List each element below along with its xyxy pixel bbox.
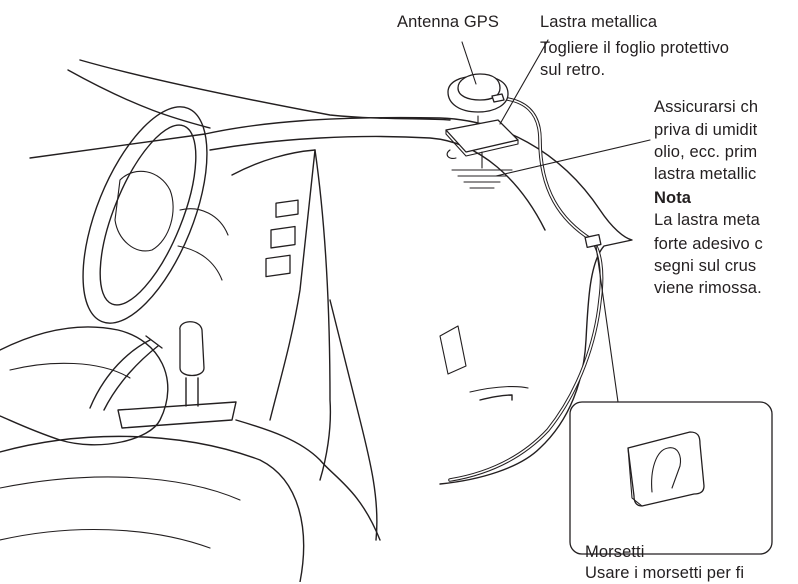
console-button-2 <box>270 225 296 249</box>
dashboard-lower-contour <box>329 299 378 541</box>
front-seat-seam-1 <box>0 476 241 501</box>
steering-wheel-inner <box>99 124 197 306</box>
moisture-line1: Assicurarsi ch <box>654 98 759 116</box>
glovebox-line <box>469 385 529 393</box>
center-console-left <box>231 149 316 421</box>
console-button-1 <box>275 199 299 218</box>
clamp-inset-hook <box>651 447 682 493</box>
gps-cable-core <box>449 97 603 481</box>
plate-tab <box>446 149 457 159</box>
plate-title-label: Lastra metallica <box>540 13 658 31</box>
plate-leader <box>499 39 549 125</box>
dash-right-bottom <box>479 394 513 401</box>
steering-column <box>177 208 229 281</box>
gps-antenna-connector <box>491 93 505 103</box>
clamp-leader <box>595 245 619 403</box>
clamp-inset-edge <box>627 447 643 507</box>
floor-line <box>235 419 381 541</box>
front-seat-seam-2 <box>0 529 211 549</box>
clamp-inset-body <box>627 431 705 507</box>
gear-shift-stick <box>185 377 199 407</box>
a-pillar-line <box>29 133 206 159</box>
windshield-line-lower <box>67 69 211 129</box>
antenna-label: Antenna GPS <box>397 13 500 31</box>
alignment-line <box>477 115 483 169</box>
metal-plate <box>445 119 519 153</box>
metal-plate-edge <box>445 129 519 157</box>
dashboard-clamp <box>584 234 602 248</box>
moisture-line3: olio, ecc. prim <box>654 143 758 161</box>
dashboard-front-edge <box>209 135 546 231</box>
front-seat <box>0 435 305 582</box>
note-line2: forte adesivo c <box>654 235 763 253</box>
antenna-leader <box>461 41 477 85</box>
moisture-leader <box>495 139 651 177</box>
console-tray <box>117 401 237 429</box>
gps-antenna-top <box>457 73 501 101</box>
note-line3: segni sul crus <box>654 257 757 275</box>
console-button-3 <box>265 254 291 278</box>
windshield-line-upper <box>79 59 451 121</box>
clamps-title: Morsetti <box>585 543 645 561</box>
moisture-line2: priva di umidit <box>654 121 758 139</box>
plate-instruction-line2: sul retro. <box>540 61 606 79</box>
handbrake-grip <box>145 335 163 349</box>
note-title: Nota <box>654 189 692 207</box>
driver-seat <box>0 326 169 446</box>
plate-instruction-line1: Togliere il foglio protettivo <box>540 39 730 57</box>
dashboard-outline <box>204 116 633 485</box>
gear-shift-knob <box>179 321 205 377</box>
moisture-line4: lastra metallic <box>654 165 757 183</box>
note-line1: La lastra meta <box>654 211 760 229</box>
handbrake <box>89 339 159 411</box>
passenger-vent-line <box>439 325 467 375</box>
surface-mark <box>451 169 513 189</box>
note-line4: viene rimossa. <box>654 279 762 297</box>
steering-wheel-hub <box>114 170 174 252</box>
clamps-instruction-line1: Usare i morsetti per fi <box>585 564 745 582</box>
center-console-right <box>314 149 332 481</box>
driver-seat-seam <box>9 362 131 379</box>
steering-wheel-outer <box>82 106 208 324</box>
